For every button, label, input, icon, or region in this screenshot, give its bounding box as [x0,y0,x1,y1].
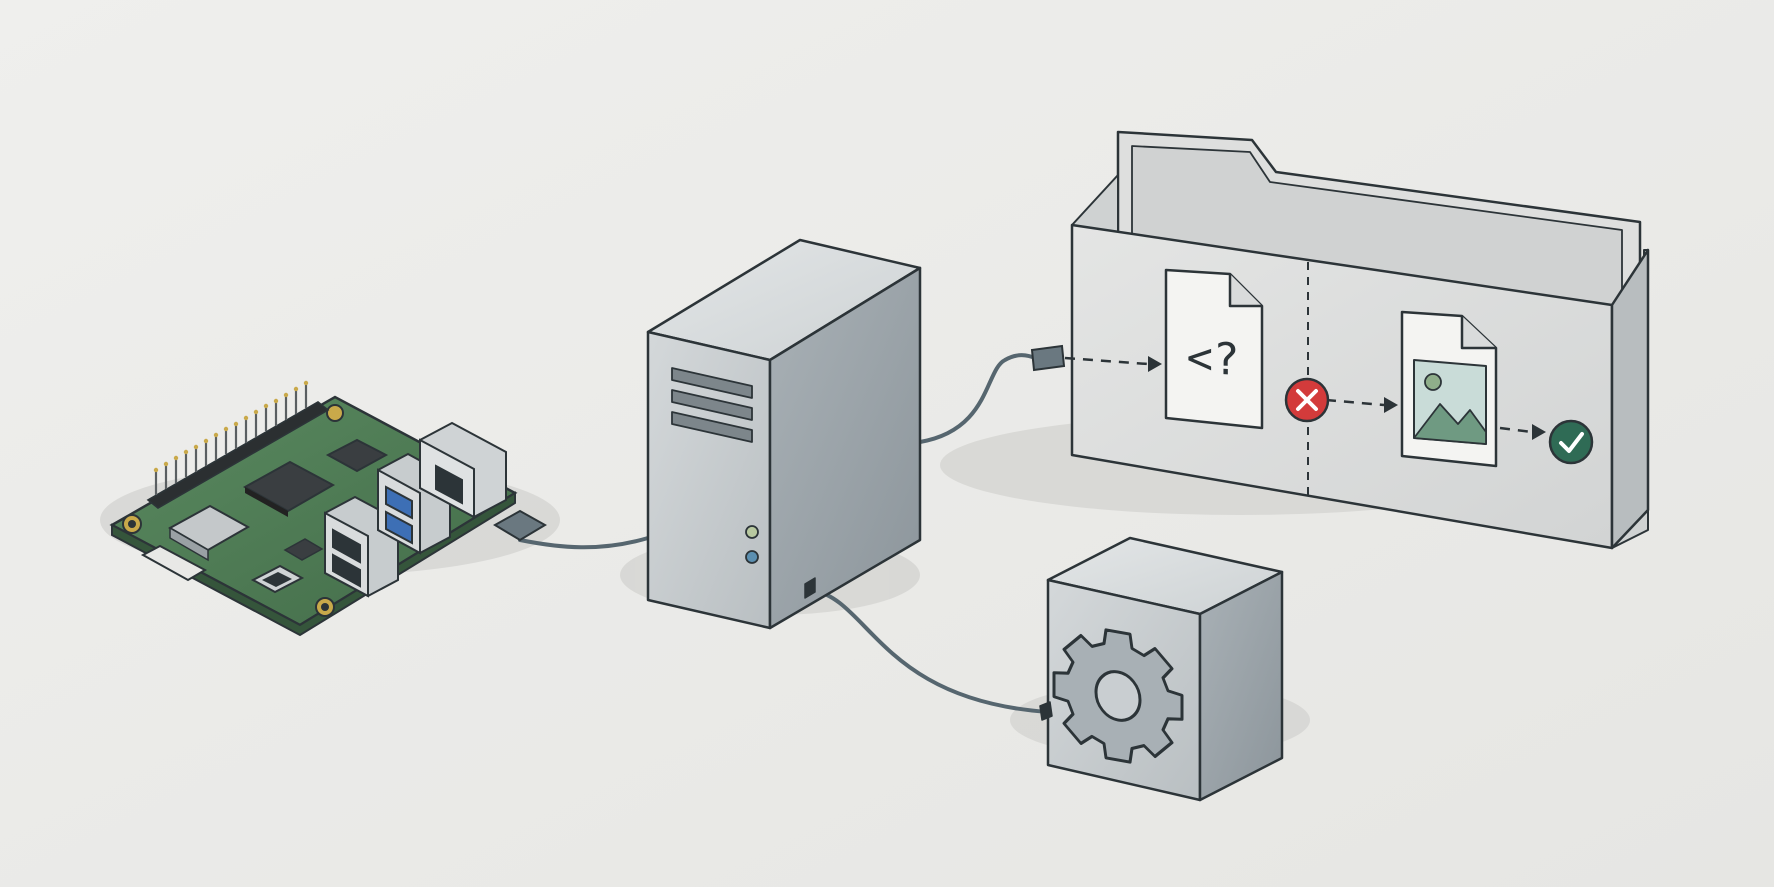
cable-plug-gear [1039,701,1053,721]
cable-server-to-gear [810,588,1050,714]
cable-board-to-server [518,536,650,550]
check-circle-icon [1548,419,1594,465]
gear-cube [1039,536,1284,802]
ethernet-plug [493,509,547,542]
sd-slot [140,544,208,582]
cube-side [1198,570,1284,802]
x-circle-icon [1284,377,1330,423]
server-vents [671,367,753,443]
arrow-reject-to-image [1325,398,1385,407]
server-side [768,266,922,630]
image-sun [1424,373,1442,391]
server-tower-icon [646,238,922,630]
arrow-heads [1148,356,1546,440]
image-file-icon [1400,310,1498,468]
cable-port [804,577,816,599]
flow-arrows [1064,356,1533,434]
unknown-code-glyph: <? [1187,332,1240,386]
small-chip [283,538,324,561]
folder-side [1610,248,1650,550]
arrow-in [1064,356,1149,366]
arrow-image-to-accept [1499,426,1533,434]
cable-plug-folder [1030,344,1066,372]
gpio-header [146,380,330,509]
image-hills [1413,403,1487,445]
status-led-1 [745,525,759,539]
usb-ports-2 [324,495,399,598]
ram-chip [325,438,389,473]
cable-server-to-folder [918,353,1047,444]
cables [518,353,1050,714]
gear-icon [1052,628,1184,764]
status-led-2 [745,550,759,564]
folder-icon [1070,130,1650,550]
single-board-computer-icon [109,380,547,637]
ethernet-port [419,421,507,519]
unknown-code-file-icon: <? [1164,268,1264,430]
